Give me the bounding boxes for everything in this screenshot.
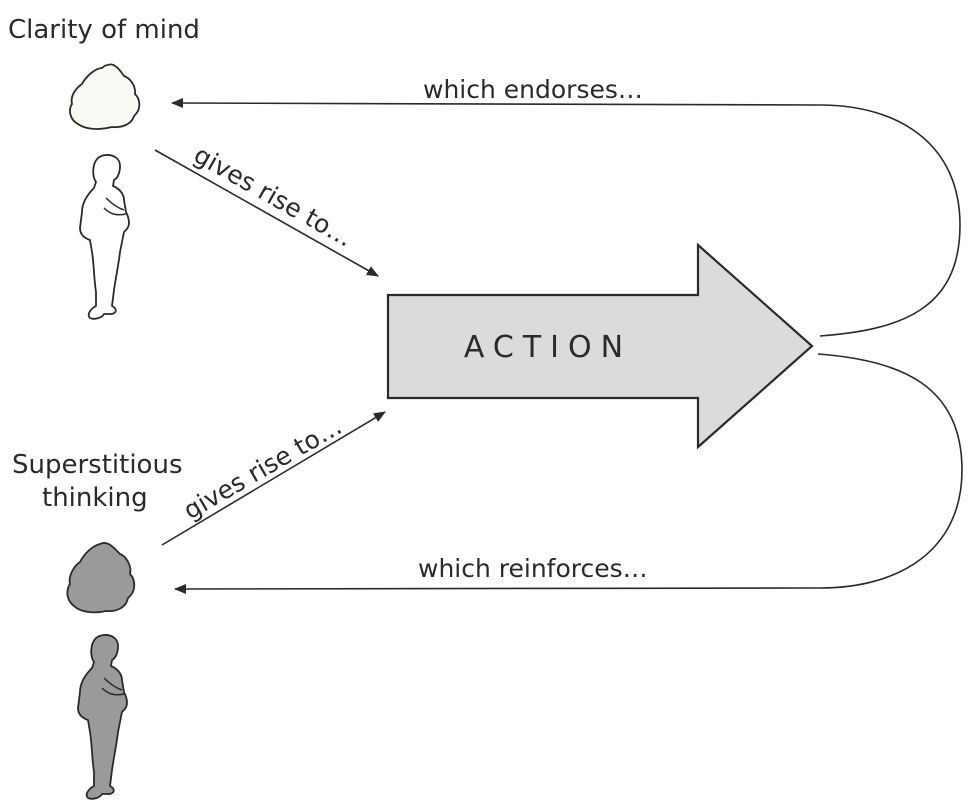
action-label: ACTION: [464, 330, 632, 365]
clarity-person-icon: [79, 154, 130, 320]
gives-rise-top-arrow: [154, 149, 379, 277]
action-arrow: [386, 242, 814, 450]
gives-rise-bottom-arrow: [161, 411, 386, 546]
superstitious-label-line1: Superstitious: [12, 450, 183, 480]
which-endorses-loop: [171, 98, 961, 337]
which-endorses-label: which endorses…: [423, 75, 643, 104]
superstitious-thought-icon: [66, 542, 136, 614]
superstitious-person-icon: [77, 634, 128, 800]
superstitious-label-line2: thinking: [42, 483, 148, 513]
which-reinforces-label: which reinforces…: [418, 554, 648, 583]
clarity-thought-icon: [69, 63, 141, 130]
gives-rise-top-label: gives rise to…: [189, 140, 358, 253]
gives-rise-bottom-label: gives rise to…: [179, 411, 347, 525]
clarity-of-mind-label: Clarity of mind: [8, 15, 200, 45]
which-reinforces-loop: [174, 353, 963, 594]
